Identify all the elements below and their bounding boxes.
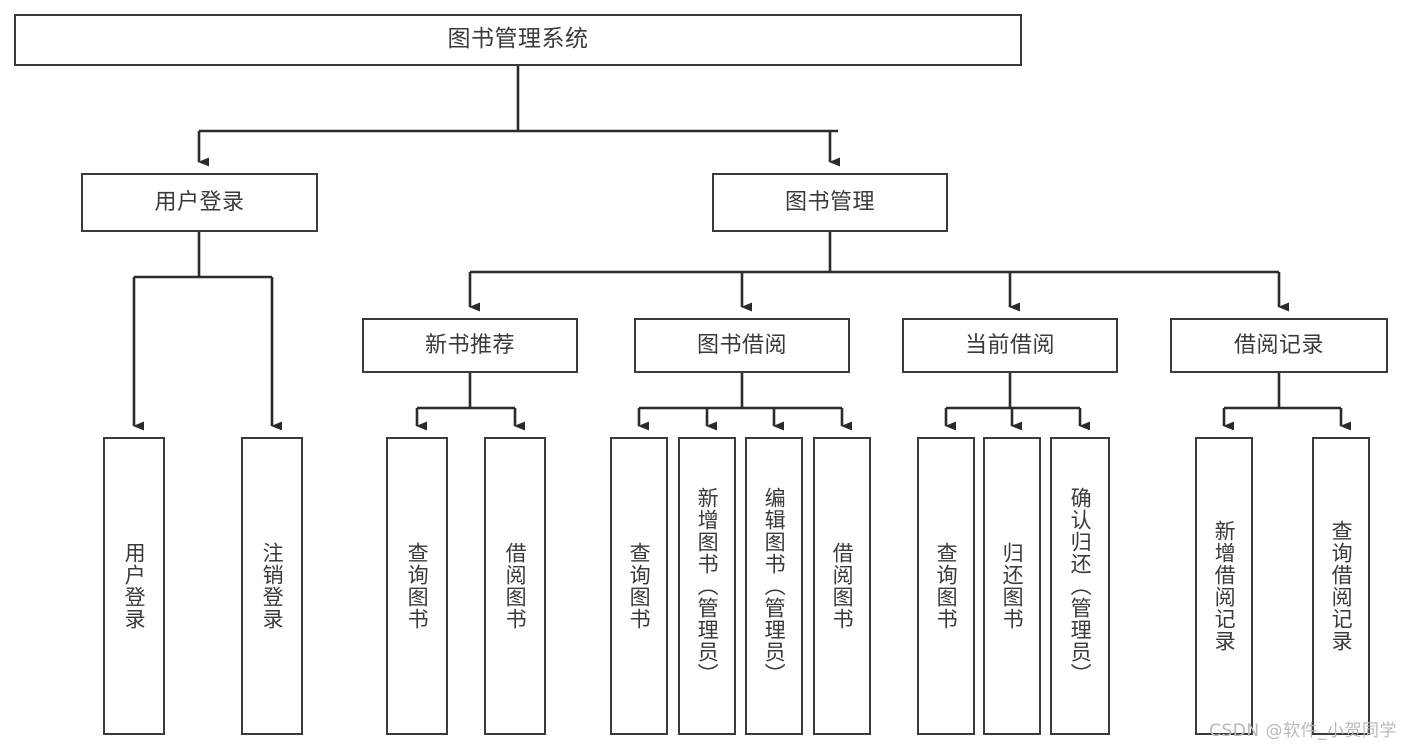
node-level3-label: 当前借阅 [964, 332, 1055, 358]
node-leaf-label: 归还图书 [1000, 542, 1025, 630]
node-leaf-label: 用户登录 [122, 542, 147, 630]
node-level3-3[interactable]: 借阅记录 [1170, 318, 1388, 373]
node-level3-0[interactable]: 新书推荐 [362, 318, 578, 373]
node-level3-1[interactable]: 图书借阅 [634, 318, 850, 373]
node-leaf-label: 确认归还（管理员） [1068, 487, 1093, 685]
node-leaf-label: 编辑图书（管理员） [762, 487, 787, 685]
node-leaf-9[interactable]: 归还图书 [983, 437, 1041, 735]
node-level3-label: 借阅记录 [1233, 332, 1324, 358]
node-leaf-label: 借阅图书 [503, 542, 528, 630]
node-leaf-7[interactable]: 借阅图书 [813, 437, 871, 735]
node-leaf-label: 新增借阅记录 [1212, 520, 1237, 652]
node-level2-0[interactable]: 用户登录 [81, 173, 318, 232]
node-level3-label: 新书推荐 [424, 332, 515, 358]
node-leaf-label: 查询借阅记录 [1329, 520, 1354, 652]
node-leaf-label: 查询图书 [627, 542, 652, 630]
node-leaf-0[interactable]: 用户登录 [103, 437, 165, 735]
node-level2-label: 图书管理 [784, 189, 875, 215]
node-level3-label: 图书借阅 [696, 332, 787, 358]
node-leaf-1[interactable]: 注销登录 [241, 437, 303, 735]
node-leaf-4[interactable]: 查询图书 [610, 437, 668, 735]
node-leaf-6[interactable]: 编辑图书（管理员） [745, 437, 803, 735]
node-level3-2[interactable]: 当前借阅 [902, 318, 1118, 373]
node-root-system[interactable]: 图书管理系统 [14, 14, 1022, 66]
node-leaf-2[interactable]: 查询图书 [386, 437, 448, 735]
node-leaf-label: 借阅图书 [830, 542, 855, 630]
node-leaf-3[interactable]: 借阅图书 [484, 437, 546, 735]
node-leaf-11[interactable]: 新增借阅记录 [1195, 437, 1253, 735]
node-leaf-label: 注销登录 [260, 542, 285, 630]
node-leaf-10[interactable]: 确认归还（管理员） [1050, 437, 1110, 735]
node-level2-1[interactable]: 图书管理 [712, 173, 948, 232]
node-level2-label: 用户登录 [154, 189, 245, 215]
node-leaf-5[interactable]: 新增图书（管理员） [678, 437, 736, 735]
node-leaf-label: 查询图书 [934, 542, 959, 630]
node-leaf-8[interactable]: 查询图书 [917, 437, 975, 735]
node-leaf-12[interactable]: 查询借阅记录 [1312, 437, 1370, 735]
node-leaf-label: 查询图书 [405, 542, 430, 630]
node-leaf-label: 新增图书（管理员） [695, 487, 720, 685]
node-root-label: 图书管理系统 [447, 26, 589, 53]
watermark-label: CSDN @软件_小贺同学 [1209, 721, 1397, 741]
